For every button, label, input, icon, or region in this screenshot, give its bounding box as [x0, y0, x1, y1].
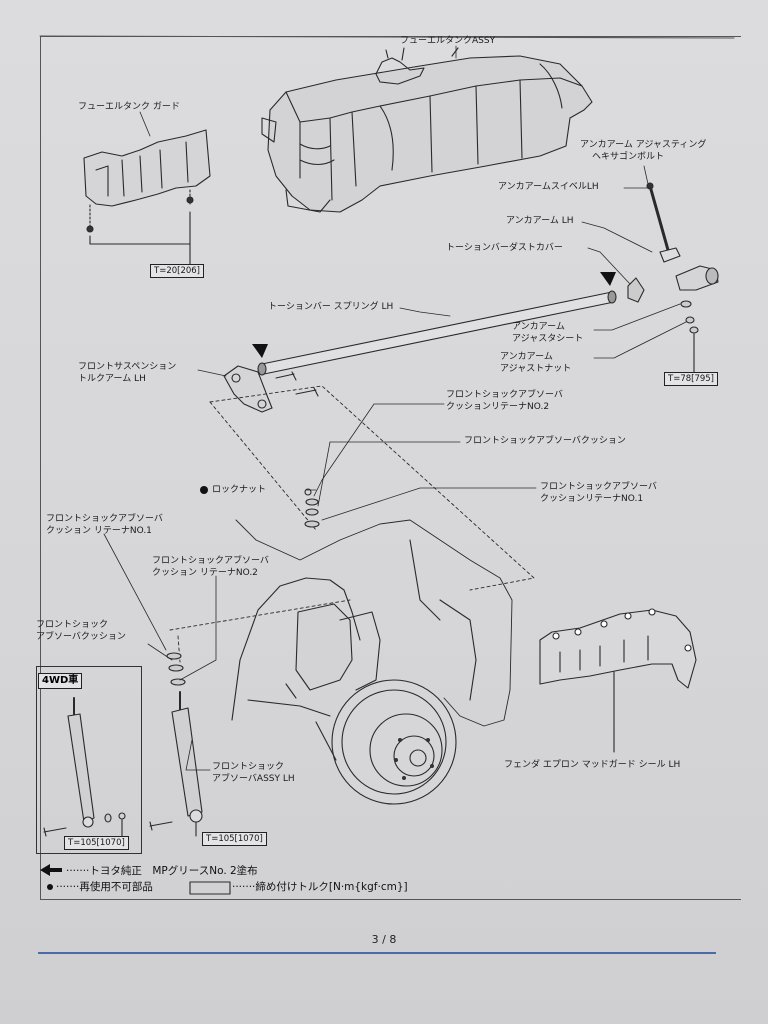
bottom-rule [38, 952, 716, 954]
label-fuel-tank-guard: フューエルタンク ガード [78, 102, 180, 112]
torque-absorber: T=105[1070] [202, 832, 267, 846]
torque-anchor: T=78[795] [664, 372, 718, 386]
label-fuel-tank-assy: フューエルタンクASSY [400, 36, 496, 46]
page-number: 3 / 8 [371, 933, 397, 946]
label-anchor-arm-adjusting-bolt-2: ヘキサゴンボルト [592, 152, 665, 162]
fuel-tank-guard-drawing [83, 129, 211, 265]
leader-lines [103, 45, 687, 771]
label-absorber-assy-2: アブソーバASSY LH [212, 774, 295, 784]
label-anchor-arm-swivel: アンカアームスイベルLH [498, 182, 599, 192]
label-lock-nut: ロックナット [212, 485, 267, 495]
label-torsion-bar-spring: トーションバー スプリング LH [268, 302, 394, 312]
inset-4wd-box [36, 666, 142, 854]
label-absorber-assy-1: フロントショック [212, 762, 285, 772]
label-absorber-cushion-left-1: フロントショック [36, 620, 109, 630]
lock-nut-mark [200, 486, 208, 494]
assembly-dash-lines [169, 385, 535, 663]
torque-absorber-4wd: T=105[1070] [64, 836, 129, 850]
shock-absorber-drawing [149, 652, 203, 837]
legend-symbols [40, 864, 231, 895]
shock-absorber-4wd-drawing [43, 697, 126, 837]
legend-non-reusable: ·······再使用不可部品 [56, 881, 153, 893]
inset-4wd-tag: 4WD車 [38, 673, 83, 689]
torsion-bar-spring-drawing [252, 272, 617, 376]
label-retainer-no2-left-2: クッション リテーナNO.2 [152, 568, 258, 578]
label-torque-arm-2: トルクアーム LH [78, 374, 146, 384]
label-anchor-arm: アンカアーム LH [506, 216, 574, 226]
legend-grease: ·······トヨタ純正 MPグリースNo. 2塗布 [66, 865, 258, 877]
fender-apron-seal-drawing [539, 608, 697, 753]
label-retainer-no2-top-2: クッションリテーナNO.2 [446, 402, 550, 412]
fuel-tank-assy-drawing [261, 47, 593, 213]
label-anchor-arm-adjust-nut-1: アンカアーム [500, 352, 553, 362]
shock-retainer-center [304, 488, 320, 528]
label-anchor-arm-adjust-nut-2: アジャストナット [500, 364, 572, 374]
label-retainer-no2-left-1: フロントショックアブソーバ [152, 556, 269, 566]
label-anchor-arm-adjust-seat-1: アンカアーム [512, 322, 565, 332]
label-anchor-arm-adjust-seat-2: アジャスタシート [512, 334, 584, 344]
label-retainer-no2-top-1: フロントショックアブソーバ [446, 390, 563, 400]
torque-arm-drawing [223, 365, 319, 413]
label-absorber-cushion-top: フロントショックアブソーバクッション [464, 436, 626, 446]
label-torque-arm-1: フロントサスペンション [78, 362, 177, 372]
wheel-hub-drawing [231, 519, 513, 805]
label-retainer-no1-left-1: フロントショックアブソーバ [46, 514, 163, 524]
label-anchor-arm-adjusting-bolt-1: アンカアーム アジャスティング [580, 140, 707, 150]
torque-guard: T=20[206] [150, 264, 204, 278]
legend-torque-box: ·······締め付けトルク[N·m{kgf·cm}] [232, 881, 408, 893]
label-retainer-no1-right-1: フロントショックアブソーバ [540, 482, 657, 492]
label-retainer-no1-right-2: クッションリテーナNO.1 [540, 494, 644, 504]
label-torsion-bar-dust-cover: トーションバーダストカバー [446, 243, 563, 253]
label-fender-apron-seal: フェンダ エプロン マッドガード シール LH [504, 760, 681, 770]
label-retainer-no1-left-2: クッション リテーナNO.1 [46, 526, 152, 536]
anchor-arm-drawing [627, 182, 719, 373]
label-absorber-cushion-left-2: アブソーバクッション [36, 632, 126, 642]
